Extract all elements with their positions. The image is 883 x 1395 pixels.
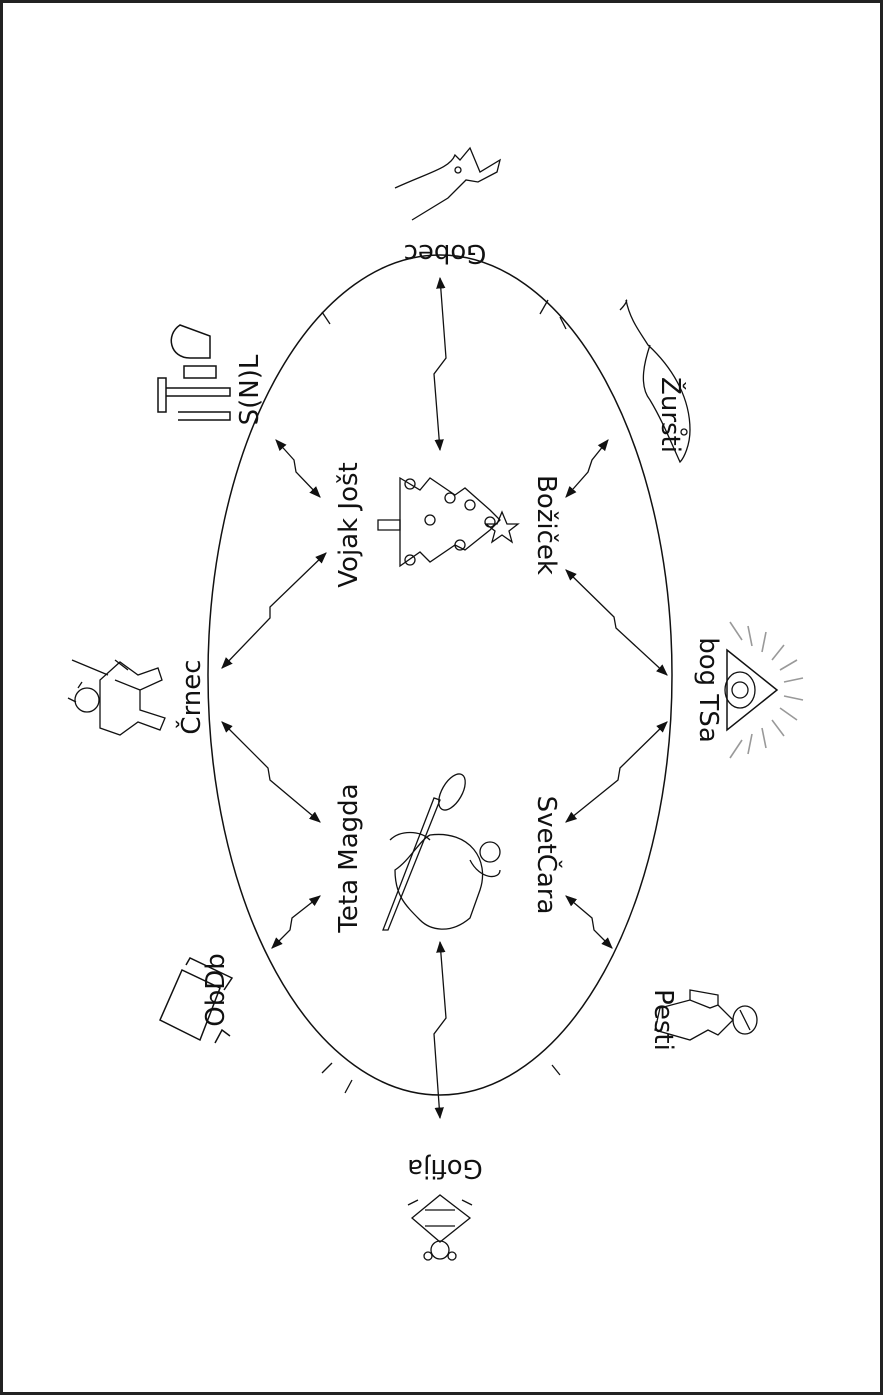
arrow-gobec-tree [434, 278, 446, 450]
label-gofija: Gofija [407, 1153, 483, 1183]
label-obdb: ObDb [201, 953, 231, 1027]
label-pesti: Pesti [648, 989, 678, 1051]
arrow-snl-vojak [276, 440, 320, 497]
arrow-magda-gofija [434, 942, 446, 1118]
christmas-tree-icon [378, 478, 518, 566]
arrow-bozicek-bogtsa [566, 570, 667, 675]
soldier-icon [68, 660, 165, 735]
arrow-zursti-bozicek [566, 440, 608, 497]
label-svetcara: SvetČara [531, 796, 563, 915]
label-teta-magda: Teta Magda [334, 783, 364, 933]
angel-icon [383, 770, 500, 930]
label-gobec: Gobec [404, 238, 487, 268]
arrow-pesti-svetcara [566, 896, 612, 948]
ellipse-ticks [322, 300, 566, 1093]
label-crnec: Črnec [175, 659, 207, 734]
label-snl: S(N)L [235, 354, 265, 425]
arrow-crnec-vojak [222, 553, 326, 668]
arrow-crnec-magda [222, 722, 320, 822]
arrow-obdb-magda [272, 896, 320, 948]
outer-ellipse [208, 255, 672, 1095]
label-bog-tsa: bog TSa [693, 637, 723, 743]
hammer-sickle-icon [158, 325, 230, 420]
wise-man-icon [408, 1195, 472, 1260]
dog-icon [395, 148, 500, 220]
label-vojak-jost: Vojak Jošt [334, 462, 364, 587]
connection-arrows [222, 278, 667, 1118]
label-bozicek: Božiček [531, 475, 561, 575]
arrow-bogtsa-svetcara [566, 722, 667, 822]
eye-triangle-icon [725, 622, 803, 758]
